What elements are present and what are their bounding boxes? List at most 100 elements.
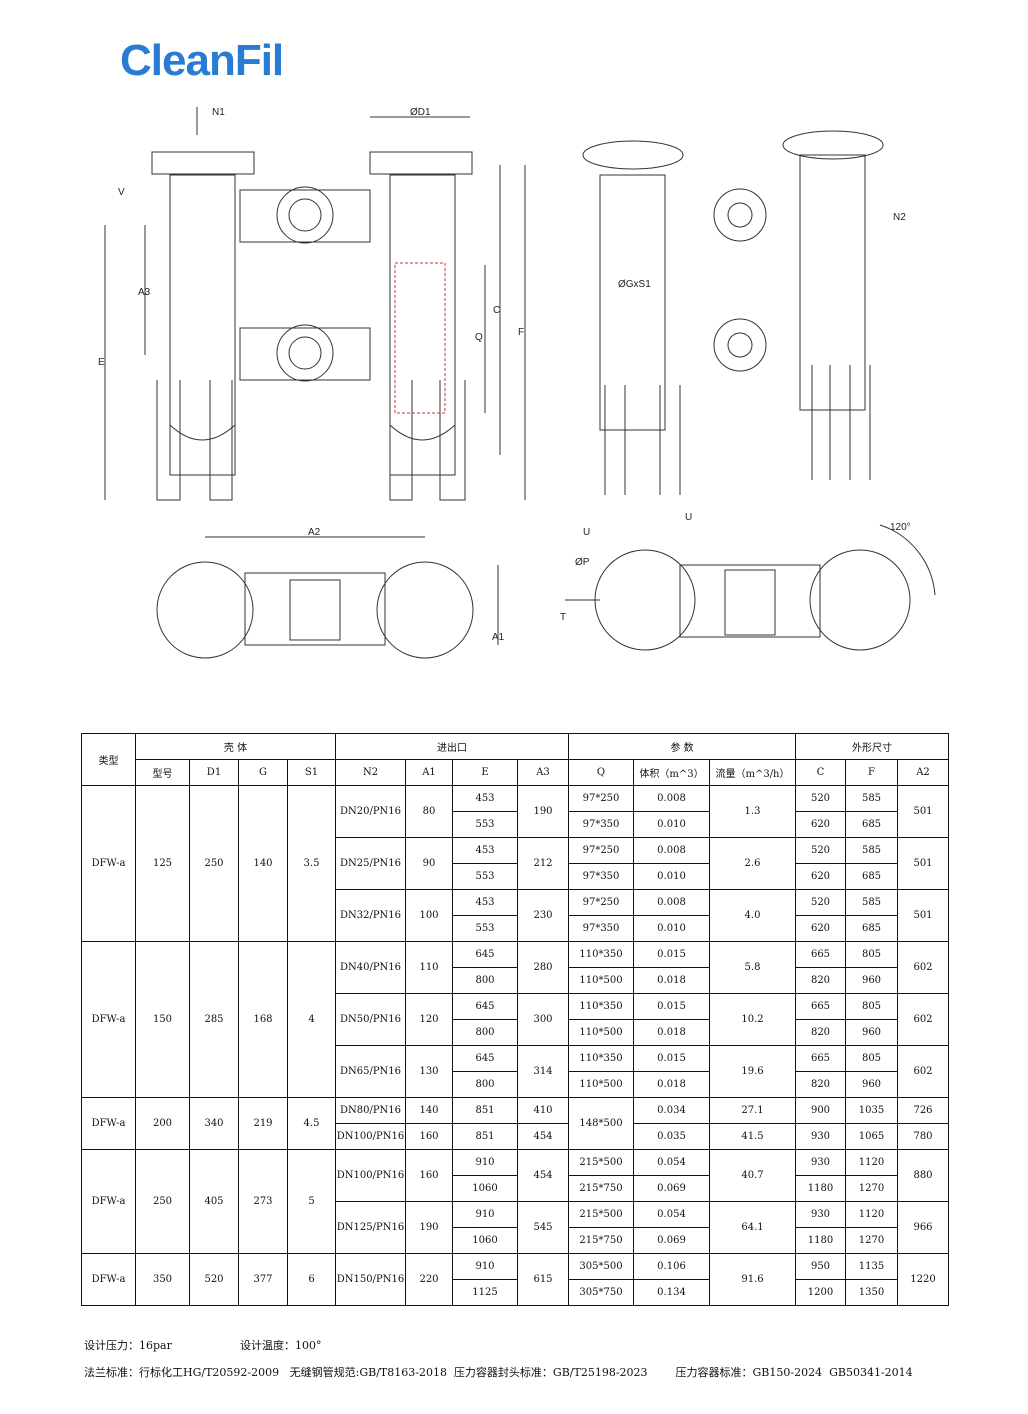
cell-a1: 220: [405, 1253, 453, 1306]
standards: 法兰标准：行标化工HG/T20592-2009 无缝钢管规范:GB/T8163-…: [84, 1366, 913, 1379]
cell-f: 1350: [845, 1279, 898, 1306]
label-u-2: U: [685, 512, 692, 523]
cell-q: 97*350: [568, 915, 634, 942]
header-group: 进出口: [335, 733, 569, 760]
cell-c: 520: [795, 889, 846, 916]
cell-q: 305*750: [568, 1279, 634, 1306]
cell-e: 910: [452, 1253, 518, 1280]
cell-f: 685: [845, 863, 898, 890]
column-header: A3: [517, 759, 569, 786]
cell-f: 685: [845, 915, 898, 942]
cell-q: 110*350: [568, 1045, 634, 1072]
cell-e: 800: [452, 967, 518, 994]
cell-a3: 454: [517, 1123, 569, 1150]
cell-a3: 615: [517, 1253, 569, 1306]
cell-f: 1035: [845, 1097, 898, 1124]
cell-e: 851: [452, 1123, 518, 1150]
cell-volume: 0.054: [633, 1201, 710, 1228]
cell-flow: 1.3: [709, 785, 796, 838]
cell-s1: 3.5: [287, 785, 336, 942]
cell-a3: 212: [517, 837, 569, 890]
cell-a3: 300: [517, 993, 569, 1046]
cell-c: 900: [795, 1097, 846, 1124]
cell-c: 1180: [795, 1227, 846, 1254]
cell-a1: 80: [405, 785, 453, 838]
cell-c: 930: [795, 1201, 846, 1228]
label-gs1: ØGxS1: [618, 279, 651, 290]
cell-f: 805: [845, 993, 898, 1020]
cell-volume: 0.015: [633, 993, 710, 1020]
cell-q: 97*250: [568, 837, 634, 864]
cell-c: 1180: [795, 1175, 846, 1202]
cell-volume: 0.015: [633, 1045, 710, 1072]
cell-flow: 64.1: [709, 1201, 796, 1254]
label-angle: 120°: [890, 522, 911, 533]
cell-e: 645: [452, 941, 518, 968]
design-temperature: 设计温度：100°: [240, 1339, 322, 1352]
cleanfil-logo: CleanFil: [120, 36, 284, 85]
cell-f: 960: [845, 1019, 898, 1046]
column-header: D1: [189, 759, 239, 786]
cell-e: 1125: [452, 1279, 518, 1306]
column-header: Q: [568, 759, 634, 786]
cell-volume: 0.034: [633, 1097, 710, 1124]
cell-c: 520: [795, 785, 846, 812]
cell-q: 110*500: [568, 1071, 634, 1098]
cell-flow: 40.7: [709, 1149, 796, 1202]
cell-f: 805: [845, 941, 898, 968]
cell-q: 97*350: [568, 863, 634, 890]
cell-flow: 5.8: [709, 941, 796, 994]
label-c: C: [493, 305, 500, 316]
label-a2: A2: [308, 527, 321, 538]
cell-volume: 0.008: [633, 889, 710, 916]
technical-drawing: N1 ØD1 V A3 E Q C F ØGxS1 N2 A2 A1: [98, 107, 936, 659]
cell-c: 520: [795, 837, 846, 864]
cell-flow: 2.6: [709, 837, 796, 890]
cell-q: 215*500: [568, 1201, 634, 1228]
cell-d1: 405: [189, 1149, 239, 1254]
cell-c: 620: [795, 811, 846, 838]
cell-e: 910: [452, 1201, 518, 1228]
cell-type: DFW-a: [81, 1253, 136, 1306]
cell-q: 215*500: [568, 1149, 634, 1176]
cell-f: 805: [845, 1045, 898, 1072]
cell-a2: 501: [897, 785, 949, 838]
cell-volume: 0.134: [633, 1279, 710, 1306]
cell-g: 377: [238, 1253, 288, 1306]
cell-g: 168: [238, 941, 288, 1098]
cell-c: 665: [795, 993, 846, 1020]
cell-q: 215*750: [568, 1175, 634, 1202]
column-header: F: [845, 759, 898, 786]
cell-model: 150: [135, 941, 190, 1098]
column-header: 流量（m^3/h）: [709, 759, 796, 786]
cell-e: 553: [452, 915, 518, 942]
cell-d1: 520: [189, 1253, 239, 1306]
cell-flow: 91.6: [709, 1253, 796, 1306]
cell-f: 960: [845, 1071, 898, 1098]
top-view: A2 A1 U U ØP T 120°: [156, 512, 936, 659]
cell-type: DFW-a: [81, 1097, 136, 1150]
cell-volume: 0.010: [633, 915, 710, 942]
cell-n2: DN125/PN16: [335, 1201, 406, 1254]
cell-e: 645: [452, 993, 518, 1020]
cell-a1: 110: [405, 941, 453, 994]
cell-f: 1120: [845, 1201, 898, 1228]
cell-a1: 90: [405, 837, 453, 890]
cell-c: 820: [795, 1019, 846, 1046]
cell-e: 453: [452, 785, 518, 812]
cell-a1: 140: [405, 1097, 453, 1124]
cell-n2: DN25/PN16: [335, 837, 406, 890]
cell-a1: 160: [405, 1123, 453, 1150]
cell-a1: 100: [405, 889, 453, 942]
cell-s1: 5: [287, 1149, 336, 1254]
front-view: N1 ØD1 V A3 E Q C F: [98, 107, 526, 501]
cell-f: 685: [845, 811, 898, 838]
cell-volume: 0.018: [633, 1019, 710, 1046]
